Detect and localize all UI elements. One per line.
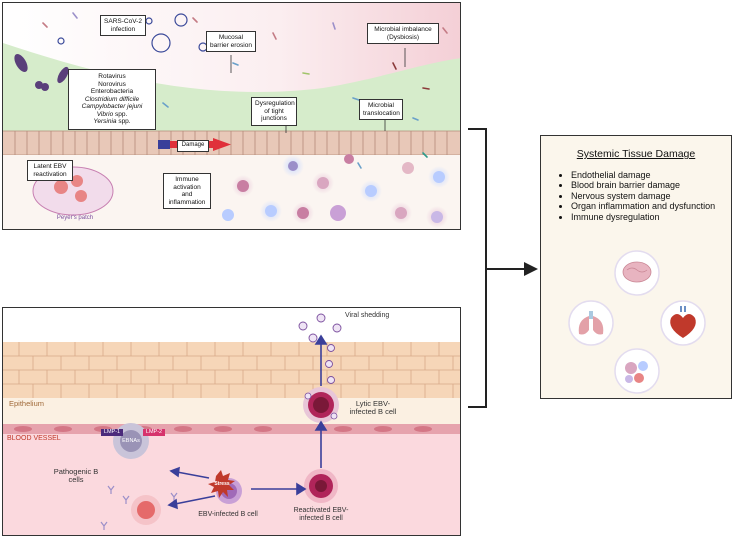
- viral-shedding-label: Viral shedding: [345, 312, 390, 319]
- epithelial-cell-row: [3, 131, 460, 155]
- immune-activation-label: Immune activation and inflammation: [163, 173, 211, 209]
- heart-icon: [660, 300, 706, 346]
- systemic-damage-panel: Systemic Tissue Damage Endothelial damag…: [540, 135, 732, 399]
- peyers-patch-label: Peyer's patch: [56, 215, 94, 221]
- list-item: Organ inflammation and dysfunction: [571, 201, 715, 211]
- lmp1-badge: LMP-1: [101, 429, 123, 436]
- pathogen-item: Campylobacter jejuni: [81, 103, 143, 110]
- list-item: Nervous system damage: [571, 191, 715, 201]
- lmp2-badge: LMP-2: [143, 429, 165, 436]
- systemic-damage-list: Endothelial damage Blood brain barrier d…: [559, 170, 715, 222]
- latent-ebv-label: Latent EBV reactivation: [27, 160, 73, 181]
- damage-label: Damage: [177, 140, 209, 152]
- gut-dysbiosis-panel: SARS-CoV-2 infection Rotavirus Norovirus…: [2, 2, 461, 230]
- epithelium-label: Epithelium: [9, 399, 45, 408]
- pathogenic-b-cell-icon: [131, 495, 161, 525]
- pathogen-item: Clostridium difficile: [84, 95, 140, 103]
- pathogenic-b-cells-label: Pathogenic B cells: [53, 467, 99, 484]
- ebv-illustration: [3, 308, 460, 535]
- ebv-b-cell-label: EBV-infected B cell: [198, 511, 258, 518]
- tight-junction-label: Dysregulation of tight junctions: [251, 97, 297, 126]
- sars-cov-2-label: SARS-CoV-2 infection: [100, 15, 146, 36]
- pathogen-item: Yersinia spp.: [93, 118, 131, 125]
- list-item: Blood brain barrier damage: [571, 180, 715, 190]
- blood-cells-icon: [614, 348, 660, 394]
- reactivated-b-cell-icon: [304, 469, 338, 503]
- stress-burst-icon: [208, 470, 235, 498]
- process-arrows: [167, 334, 328, 510]
- translocation-label: Microbial translocation: [359, 99, 403, 120]
- lungs-icon: [568, 300, 614, 346]
- pathogen-item: Enterobacteria: [90, 88, 134, 95]
- arrow-right-icon: [524, 262, 538, 276]
- virion-icons: [298, 313, 342, 384]
- bacteria-cluster-icon: [14, 53, 69, 91]
- dysbiosis-label: Microbial imbalance (Dysbiosis): [367, 23, 439, 44]
- brain-icon: [614, 250, 660, 296]
- sars-cov-2-virus-icon: [57, 13, 208, 53]
- pathogen-item: Vibrio spp.: [96, 110, 128, 118]
- reactivated-b-cell-label: Reactivated EBV-infected B cell: [293, 507, 349, 522]
- list-item: Endothelial damage: [571, 170, 715, 180]
- bracket-arrow: [468, 128, 538, 408]
- mucosal-erosion-label: Mucosal barrier erosion: [206, 31, 256, 52]
- immune-cells: [222, 154, 450, 228]
- pathogen-item: Norovirus: [98, 80, 126, 88]
- pathogen-list: Rotavirus Norovirus Enterobacteria Clost…: [68, 69, 156, 130]
- lytic-b-cell-icon: [303, 387, 339, 423]
- antibody-icons: [100, 485, 178, 530]
- ebv-reactivation-panel: Viral shedding Epithelium Lytic EBV-infe…: [2, 307, 461, 536]
- pathogen-item: Rotavirus: [98, 73, 126, 80]
- organ-icons: [568, 250, 706, 394]
- systemic-damage-title: Systemic Tissue Damage: [576, 148, 696, 160]
- stress-label: Stress: [214, 481, 230, 487]
- blood-vessel-label: BLOOD VESSEL: [7, 435, 61, 442]
- list-item: Immune dysregulation: [571, 212, 715, 222]
- lytic-b-cell-label: Lytic EBV-infected B cell: [349, 399, 397, 416]
- ebnas-label: EBNAs: [122, 438, 140, 444]
